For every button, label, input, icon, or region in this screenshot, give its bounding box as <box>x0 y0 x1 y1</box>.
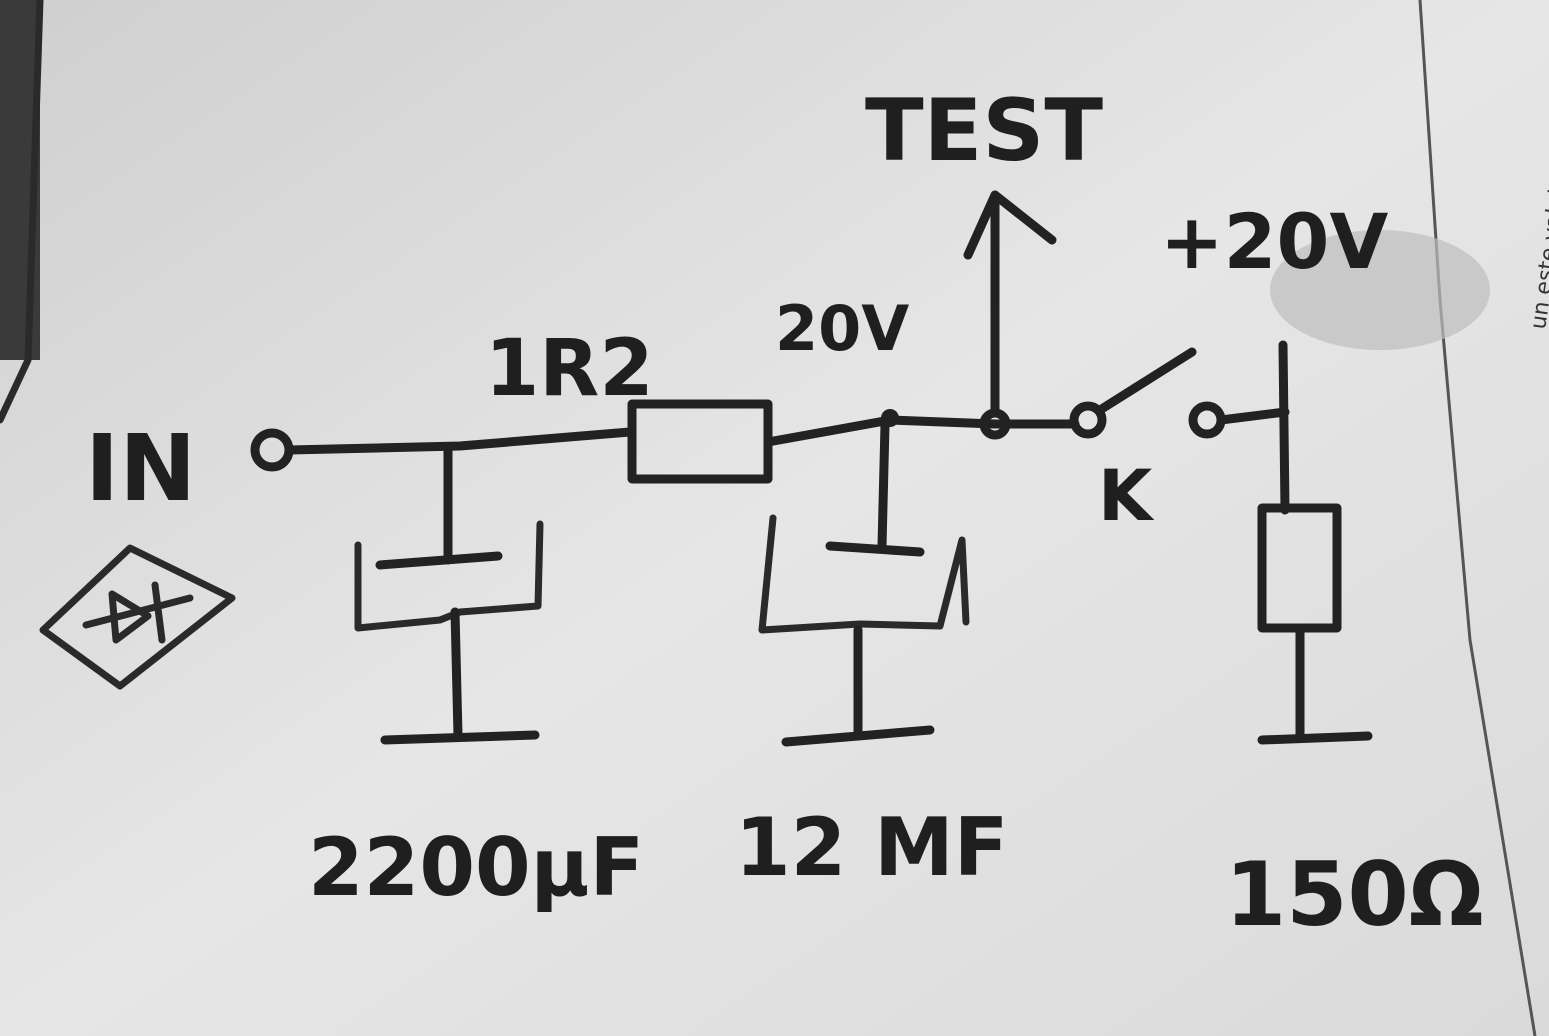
label-switch: K <box>1098 455 1155 537</box>
wire-input <box>284 427 635 455</box>
test-arrow-head <box>963 190 1057 260</box>
paper-edge-left <box>0 0 44 424</box>
cap1-plate-top <box>375 551 503 570</box>
cap2-plate-top <box>825 541 925 557</box>
cap2-outline <box>758 514 970 634</box>
label-node-voltage: 20V <box>775 292 909 365</box>
switch-contact-left <box>1069 401 1107 439</box>
supply-line <box>1278 340 1290 515</box>
cap1-outline <box>354 520 544 632</box>
wire-switch-right <box>1216 407 1290 425</box>
diode-bar <box>151 581 166 644</box>
cap2-lead-top <box>877 420 890 551</box>
label-cap2-value: 12 MF <box>735 801 1008 894</box>
label-load-resistor: 150Ω <box>1225 843 1484 946</box>
pencil-smudge <box>1270 230 1490 350</box>
ground-symbol-2 <box>781 725 935 747</box>
switch-lever <box>1095 347 1197 415</box>
cap1-lead-bottom <box>450 607 463 740</box>
label-supply: +20V <box>1160 197 1388 286</box>
wire-output <box>763 415 1080 447</box>
paper-fold-line <box>1418 0 1537 1036</box>
label-in: IN <box>85 415 196 522</box>
diode-triangle <box>108 590 152 644</box>
ground-symbol-1 <box>380 730 540 745</box>
bridge-rectifier-icon <box>39 544 236 690</box>
label-cap1-value: 2200µF <box>308 821 644 914</box>
label-test: TEST <box>865 81 1103 181</box>
ground-symbol-3 <box>1257 731 1373 745</box>
label-resistor-value: 1R2 <box>485 324 654 414</box>
